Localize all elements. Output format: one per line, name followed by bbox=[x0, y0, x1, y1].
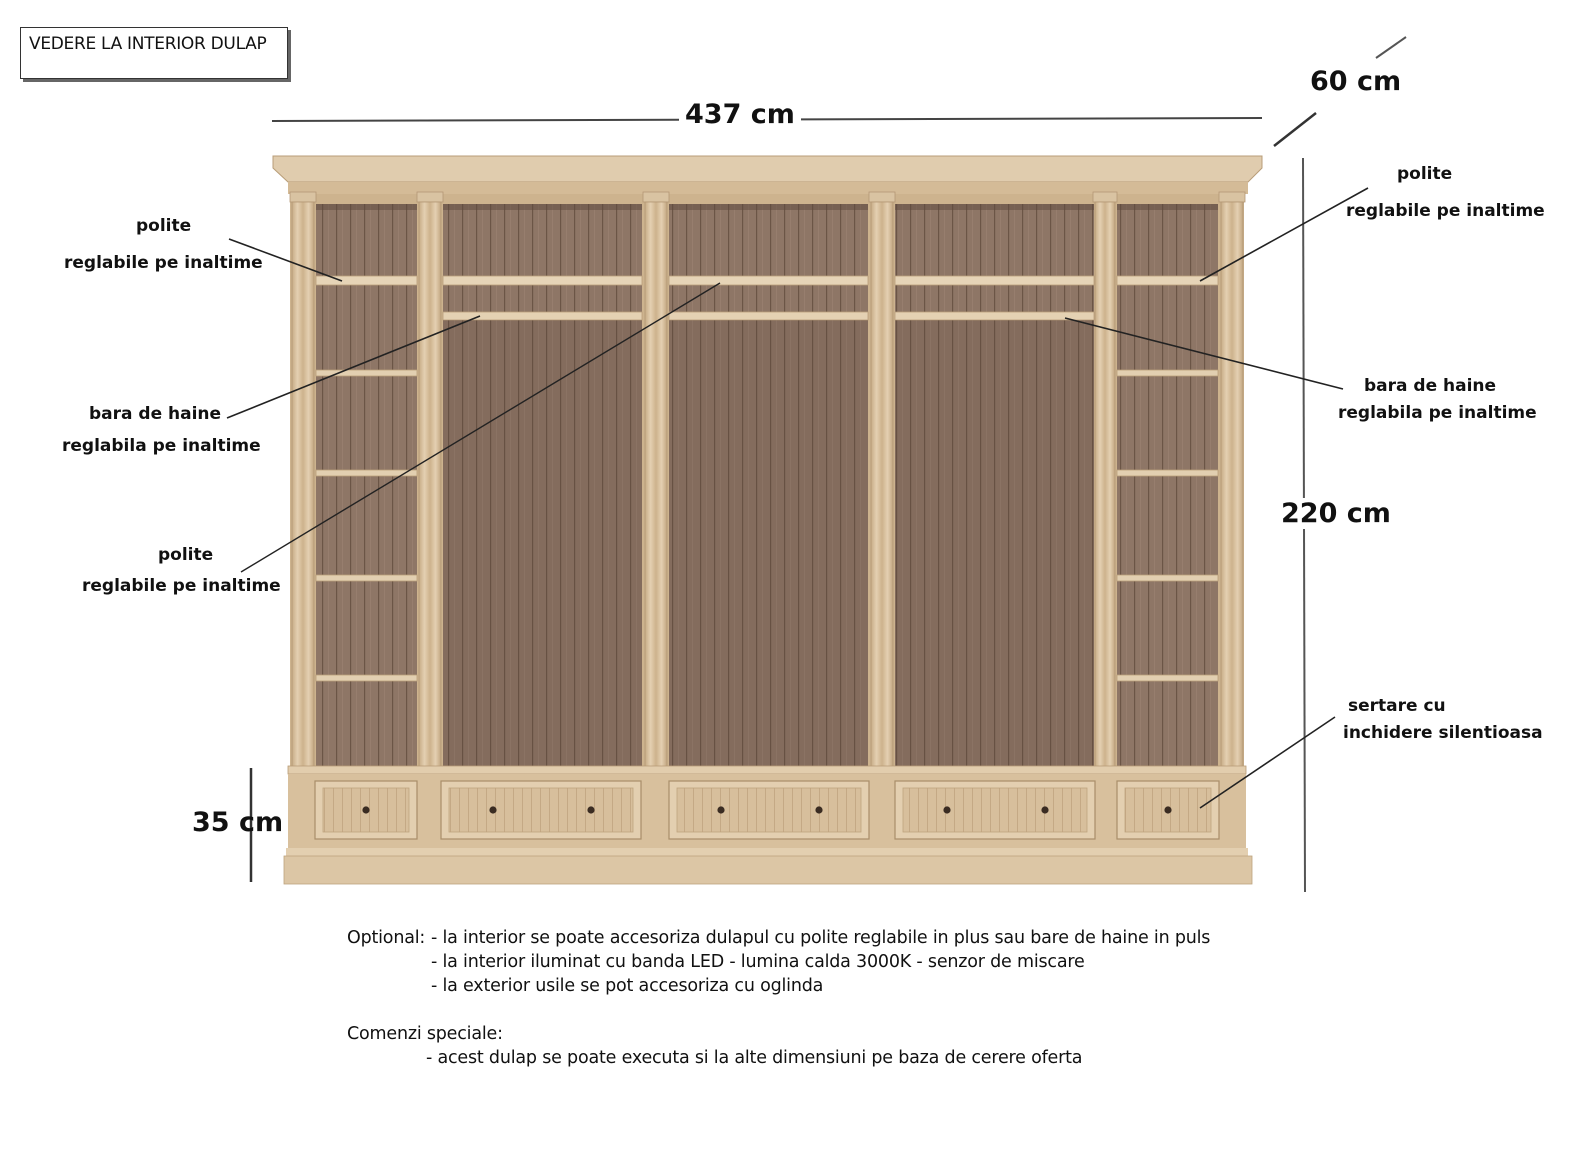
label-left-mid-line1: bara de haine bbox=[89, 404, 222, 424]
label-left-bottom-line1: polite bbox=[158, 545, 214, 565]
drawer-knob-3-1 bbox=[717, 806, 725, 814]
shelf-5-2 bbox=[1116, 469, 1219, 477]
clothes-rail-4 bbox=[894, 311, 1095, 321]
drawer-knob-3-2 bbox=[815, 806, 823, 814]
pilaster-4 bbox=[870, 201, 894, 769]
optional-item-3: - la exterior usile se pot accesoriza cu… bbox=[431, 976, 824, 996]
compartment-shadow-1 bbox=[316, 204, 417, 210]
leader-right-top-shelf bbox=[1199, 187, 1369, 282]
top-shelf-2 bbox=[442, 275, 643, 286]
special-item-1: - acest dulap se poate executa si la alt… bbox=[426, 1048, 1083, 1068]
drawer-knob-4-2 bbox=[1041, 806, 1049, 814]
compartment-back-4 bbox=[895, 204, 1094, 767]
compartment-back-5 bbox=[1117, 204, 1218, 767]
pilaster-capital-4 bbox=[868, 191, 896, 203]
drawer-panel-4 bbox=[902, 787, 1088, 833]
compartment-shadow-3 bbox=[669, 204, 868, 210]
label-right-bottom-line1: sertare cu bbox=[1348, 696, 1446, 716]
top-shelf-3 bbox=[668, 275, 869, 286]
optional-item-2: - la interior iluminat cu banda LED - lu… bbox=[431, 952, 1085, 972]
optional-label: Optional: bbox=[347, 928, 426, 948]
leader-left-top-shelf bbox=[228, 238, 343, 282]
leader-right-rail bbox=[1064, 317, 1344, 390]
height-dimension-label: 220 cm bbox=[1275, 498, 1397, 529]
pilaster-1 bbox=[291, 201, 315, 769]
drawer-panel-3 bbox=[676, 787, 862, 833]
depth-dimension-label: 60 cm bbox=[1310, 66, 1402, 97]
shelf-5-4 bbox=[1116, 674, 1219, 682]
label-right-bottom-line2: inchidere silentioasa bbox=[1343, 723, 1543, 743]
base-dimension-label: 35 cm bbox=[192, 807, 284, 838]
pilaster-capital-3 bbox=[642, 191, 670, 203]
label-left-mid-line2: reglabila pe inaltime bbox=[62, 436, 261, 456]
leader-left-shelf bbox=[240, 282, 721, 573]
shelf-5-1 bbox=[1116, 369, 1219, 377]
title-text: VEDERE LA INTERIOR DULAP bbox=[29, 34, 267, 54]
label-left-top-line2: reglabile pe inaltime bbox=[64, 253, 263, 273]
compartment-shadow-2 bbox=[443, 204, 642, 210]
hanging-shade-4 bbox=[895, 320, 1094, 767]
leader-right-drawer bbox=[1199, 716, 1336, 809]
shelf-5-3 bbox=[1116, 574, 1219, 582]
plinth bbox=[283, 855, 1253, 885]
clothes-rail-2 bbox=[442, 311, 643, 321]
drawer-knob-5-1 bbox=[1164, 806, 1172, 814]
label-right-top-line1: polite bbox=[1397, 164, 1453, 184]
top-shelf-5 bbox=[1116, 275, 1219, 286]
depth-line-top bbox=[1375, 36, 1407, 59]
cornice bbox=[272, 155, 1263, 183]
leader-left-rail bbox=[226, 315, 481, 419]
drawer-top-rail bbox=[287, 765, 1247, 775]
drawer-knob-4-1 bbox=[943, 806, 951, 814]
shelf-1-4 bbox=[315, 674, 418, 682]
pilaster-capital-6 bbox=[1218, 191, 1246, 203]
hanging-shade-3 bbox=[669, 320, 868, 767]
depth-line-bottom bbox=[1273, 112, 1317, 147]
pilaster-capital-2 bbox=[416, 191, 444, 203]
label-right-mid-line1: bara de haine bbox=[1364, 376, 1497, 396]
pilaster-capital-1 bbox=[289, 191, 317, 203]
shelf-1-3 bbox=[315, 574, 418, 582]
pilaster-capital-5 bbox=[1092, 191, 1118, 203]
drawer-knob-2-2 bbox=[587, 806, 595, 814]
compartment-back-3 bbox=[669, 204, 868, 767]
compartment-back-2 bbox=[443, 204, 642, 767]
shelf-1-1 bbox=[315, 369, 418, 377]
drawer-panel-2 bbox=[448, 787, 634, 833]
compartment-back-1 bbox=[316, 204, 417, 767]
pilaster-5 bbox=[1094, 201, 1116, 769]
compartment-shadow-4 bbox=[895, 204, 1094, 210]
pilaster-3 bbox=[644, 201, 668, 769]
title-box: VEDERE LA INTERIOR DULAP bbox=[20, 27, 288, 79]
pilaster-6 bbox=[1220, 201, 1244, 769]
pilaster-2 bbox=[418, 201, 442, 769]
label-left-bottom-line2: reglabile pe inaltime bbox=[82, 576, 281, 596]
hanging-shade-2 bbox=[443, 320, 642, 767]
shelf-1-2 bbox=[315, 469, 418, 477]
label-left-top-line1: polite bbox=[136, 216, 192, 236]
width-dimension-label: 437 cm bbox=[679, 99, 801, 130]
optional-item-1: - la interior se poate accesoriza dulapu… bbox=[431, 928, 1211, 948]
compartment-shadow-5 bbox=[1117, 204, 1218, 210]
cabinet-group bbox=[272, 155, 1263, 885]
label-right-mid-line2: reglabila pe inaltime bbox=[1338, 403, 1537, 423]
clothes-rail-3 bbox=[668, 311, 869, 321]
label-right-top-line2: reglabile pe inaltime bbox=[1346, 201, 1545, 221]
drawer-knob-2-1 bbox=[489, 806, 497, 814]
plinth-top bbox=[286, 848, 1248, 856]
cornice-lower bbox=[288, 182, 1248, 194]
top-shelf-4 bbox=[894, 275, 1095, 286]
drawer-knob-1-1 bbox=[362, 806, 370, 814]
special-label: Comenzi speciale: bbox=[347, 1024, 503, 1044]
top-shelf-1 bbox=[315, 275, 418, 286]
